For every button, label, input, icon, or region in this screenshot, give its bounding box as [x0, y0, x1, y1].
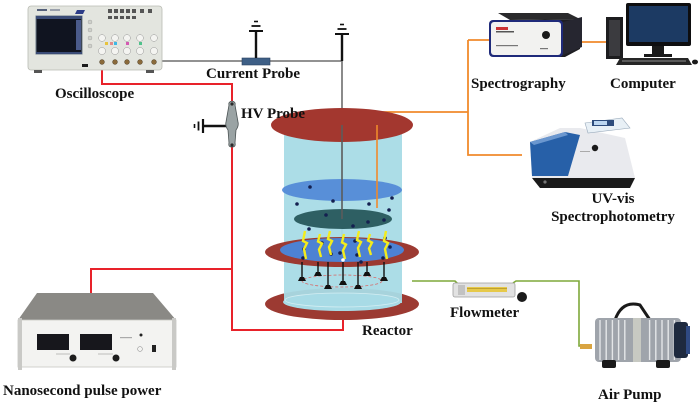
needle-electrode — [298, 262, 306, 281]
needle-electrode — [363, 262, 371, 276]
bubble — [355, 253, 359, 257]
air-pump-icon — [580, 302, 690, 368]
discharge-streamer — [366, 233, 374, 256]
bubble — [308, 185, 312, 189]
label-current-probe: Current Probe — [206, 66, 301, 82]
bubble — [295, 202, 299, 206]
bubble — [351, 224, 355, 228]
bubble — [388, 245, 392, 249]
label-computer: Computer — [610, 76, 676, 92]
gas-line — [512, 280, 585, 347]
hv-wire — [90, 268, 232, 294]
bubble — [331, 199, 335, 203]
label-air-pump: Air Pump — [598, 387, 662, 403]
label-uvvis-line2: Spectrophotometry — [551, 209, 675, 225]
bubble — [359, 260, 363, 264]
label-uvvis-line1: UV-vis — [591, 191, 635, 207]
discharge-streamer — [326, 230, 334, 256]
discharge-streamer — [340, 233, 348, 260]
label-oscilloscope: Oscilloscope — [55, 86, 135, 102]
needle-electrode — [354, 262, 362, 289]
hv-probe-icon — [193, 100, 239, 148]
hv-wire — [101, 64, 233, 103]
needle-electrode — [324, 262, 332, 289]
discharge-streamer — [301, 230, 309, 260]
ground-symbol-icon — [335, 23, 349, 61]
bubble — [324, 213, 328, 217]
spectrophotometer-icon — [530, 117, 635, 188]
discharge-streamers — [301, 230, 390, 260]
bubble — [390, 196, 394, 200]
discharge-streamer — [355, 230, 363, 258]
spectrograph-icon — [489, 13, 582, 57]
discharge-streamer — [316, 233, 324, 258]
needle-electrode — [314, 262, 322, 276]
bubble — [387, 208, 391, 212]
label-spectrography: Spectrography — [471, 76, 566, 92]
gas-line — [412, 280, 459, 285]
label-hv-probe: HV Probe — [241, 106, 306, 122]
pulse-power-supply-icon — [17, 293, 177, 370]
current-probe-icon — [241, 57, 271, 66]
flowmeter-icon — [452, 282, 527, 302]
oscilloscope-icon — [27, 5, 163, 73]
ground-symbol-icon — [249, 20, 263, 58]
reactor-icon — [265, 108, 419, 320]
discharge-streamer — [382, 230, 390, 260]
optical-fiber — [467, 40, 522, 156]
needle-electrode — [339, 262, 347, 285]
bubble — [382, 218, 386, 222]
needle-electrodes — [298, 262, 388, 289]
hv-wire — [231, 146, 344, 331]
bubble — [366, 220, 370, 224]
bubble — [307, 227, 311, 231]
bubble — [301, 256, 305, 260]
label-flowmeter: Flowmeter — [450, 305, 520, 321]
bubble — [367, 202, 371, 206]
bubble — [381, 256, 385, 260]
needle-electrode — [380, 262, 388, 281]
computer-icon — [606, 3, 698, 65]
label-reactor: Reactor — [362, 323, 413, 339]
bubble — [338, 251, 342, 255]
label-nanosecond-pulse-power: Nanosecond pulse power — [3, 383, 162, 399]
